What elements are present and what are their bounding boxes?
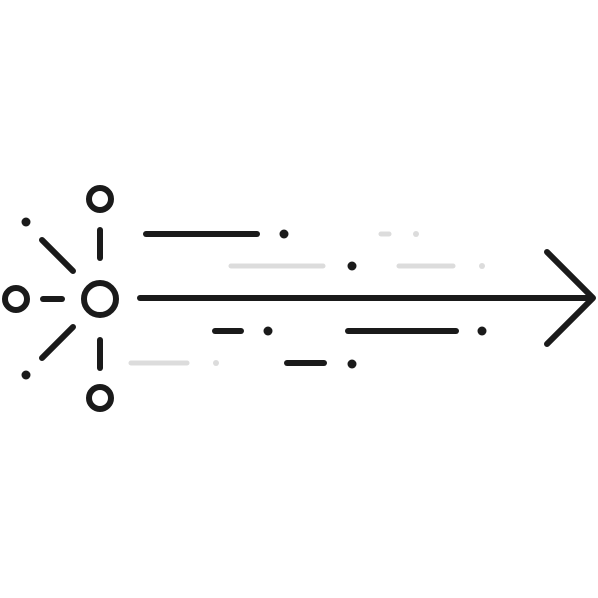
faint-speed-dot xyxy=(413,231,419,237)
faint-speed-dot xyxy=(479,263,485,269)
satellite-node-icon-bottom xyxy=(86,384,114,412)
faint-speed-dot xyxy=(213,360,219,366)
speed-dot xyxy=(477,326,487,336)
speed-dot xyxy=(263,326,273,336)
speed-dot xyxy=(279,229,289,239)
spoke-line-lower-left xyxy=(39,324,76,361)
satellite-node-icon-left xyxy=(2,285,30,313)
speed-dot xyxy=(347,261,357,271)
speed-dot xyxy=(21,370,31,380)
speed-dot xyxy=(347,359,357,369)
arrowhead-icon xyxy=(544,249,596,347)
speed-dot xyxy=(21,217,31,227)
satellite-node-icon-top xyxy=(86,185,114,213)
spoke-line-upper-left xyxy=(39,237,76,274)
hub-node-icon xyxy=(81,280,119,318)
